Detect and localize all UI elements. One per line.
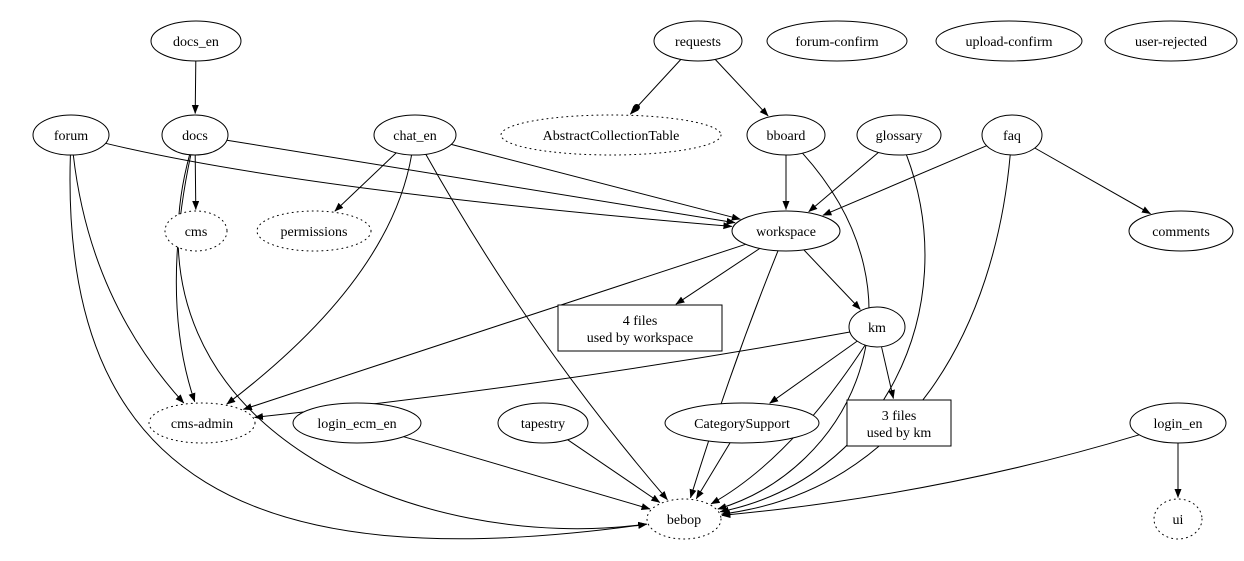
edge-faq-workspace — [822, 145, 987, 216]
node-label-login_ecm_en: login_ecm_en — [317, 417, 396, 432]
node-docs: docs — [161, 114, 229, 156]
node-km: km — [848, 306, 906, 348]
edge-forum-bebop — [69, 154, 648, 540]
edge-docs_en-docs — [191, 60, 199, 114]
node-docs_en: docs_en — [150, 20, 242, 62]
edge-layer — [69, 59, 1182, 540]
node-label-km: km — [868, 321, 886, 336]
edge-km-CategorySupport — [769, 340, 858, 404]
edge-docs-cms-admin — [175, 154, 196, 403]
node-label-workspace: workspace — [756, 225, 816, 240]
node-label-docs_en: docs_en — [173, 35, 219, 50]
node-label-permissions: permissions — [281, 225, 348, 240]
edge-faq-comments — [1034, 147, 1151, 215]
edge-forum-cms-admin — [72, 154, 185, 404]
node-label-glossary: glossary — [876, 129, 923, 144]
node-AbstractCollectionTable: AbstractCollectionTable — [500, 114, 722, 156]
edge-forum-workspace — [105, 142, 733, 230]
node-workspace: workspace — [731, 210, 841, 252]
edge-km-bebop — [710, 344, 866, 505]
node-label-bebop: bebop — [667, 513, 701, 528]
node-label-upload-confirm: upload-confirm — [965, 35, 1052, 50]
node-label-comments: comments — [1152, 225, 1210, 240]
node-glossary: glossary — [856, 114, 942, 156]
edge-docs-bebop — [177, 154, 648, 530]
edge-docs-workspace — [226, 139, 736, 225]
node-label-bboard: bboard — [767, 129, 806, 144]
node-user-rejected: user-rejected — [1104, 20, 1238, 62]
edge-glossary-bebop — [719, 154, 926, 514]
edge-workspace-cms-admin — [242, 243, 746, 411]
node-label-docs: docs — [182, 129, 208, 144]
node-label-tapestry: tapestry — [521, 417, 565, 432]
node-label-faq: faq — [1003, 129, 1021, 144]
node-label-forum-confirm: forum-confirm — [795, 35, 878, 50]
edge-glossary-workspace — [808, 152, 879, 213]
node-label-cms-admin: cms-admin — [171, 417, 233, 432]
edge-requests-bboard — [714, 59, 769, 117]
node-label-cms: cms — [185, 225, 208, 240]
node-bboard: bboard — [746, 114, 826, 156]
node-permissions: permissions — [256, 210, 372, 252]
node-layer: docs_en requests forum-confirm upload-confi… — [32, 20, 1238, 540]
node-chat_en: chat_en — [373, 114, 457, 156]
edge-tapestry-bebop — [567, 439, 661, 503]
node-cms-admin: cms-admin — [148, 402, 256, 444]
node-label-AbstractCollectionTable: AbstractCollectionTable — [543, 129, 680, 144]
node-CategorySupport: CategorySupport — [664, 402, 820, 444]
edge-chat_en-workspace — [451, 143, 741, 221]
node-upload-confirm: upload-confirm — [935, 20, 1083, 62]
node-label-chat_en: chat_en — [393, 129, 437, 144]
edge-login_en-bebop — [721, 434, 1140, 519]
node-login_en: login_en — [1129, 402, 1227, 444]
node-comments: comments — [1128, 210, 1234, 252]
edge-workspace-bebop — [689, 250, 779, 499]
edge-faq-bebop — [721, 154, 1011, 517]
edge-login_ecm_en-bebop — [403, 436, 651, 510]
edge-km-files-3 — [881, 346, 895, 399]
node-forum: forum — [32, 114, 110, 156]
edge-CategorySupport-bebop — [695, 442, 731, 500]
edge-chat_en-permissions — [334, 152, 397, 212]
node-label-forum: forum — [54, 129, 88, 144]
edge-chat_en-bebop — [425, 154, 668, 501]
node-faq: faq — [981, 114, 1043, 156]
edge-docs-cms — [192, 154, 200, 210]
edge-workspace-km — [803, 249, 861, 310]
node-tapestry: tapestry — [497, 402, 589, 444]
node-forum-confirm: forum-confirm — [766, 20, 908, 62]
node-label-CategorySupport: CategorySupport — [694, 417, 790, 432]
edge-dot-marker — [633, 104, 640, 111]
edge-chat_en-cms-admin — [226, 154, 413, 405]
node-label-login_en: login_en — [1154, 417, 1203, 432]
node-bebop: bebop — [646, 498, 722, 540]
node-ui: ui — [1153, 498, 1203, 540]
node-label-ui: ui — [1173, 513, 1184, 528]
node-requests: requests — [653, 20, 743, 62]
node-cms: cms — [164, 210, 228, 252]
edge-workspace-files-4 — [675, 248, 760, 305]
node-label-user-rejected: user-rejected — [1135, 35, 1207, 50]
node-label-requests: requests — [675, 35, 721, 50]
edge-bboard-bebop — [717, 152, 870, 510]
node-login_ecm_en: login_ecm_en — [292, 402, 422, 444]
